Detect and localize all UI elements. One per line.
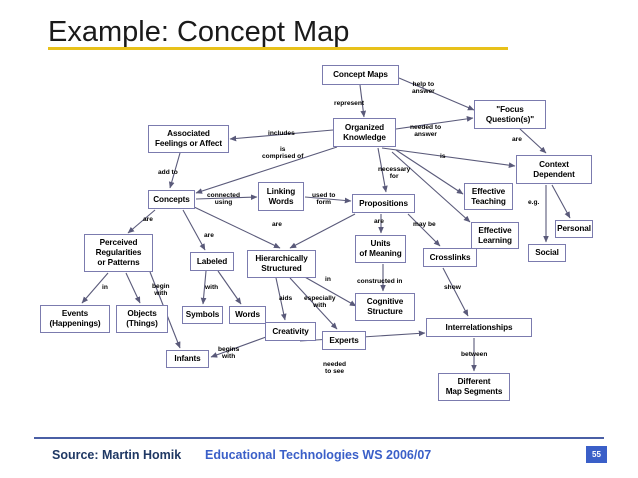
concept-node-effective-learning: Effective Learning: [471, 222, 519, 249]
edge-label-in-hierarchical: in: [325, 276, 331, 283]
edge-label-in-events: in: [102, 284, 108, 291]
edge-label-begins-with: begins with: [218, 346, 240, 361]
edge-label-may-be: may be: [413, 221, 436, 228]
edge-conceptmaps-focusquestions: [398, 77, 475, 111]
concept-map-diagram: Concept Maps "Focus Question(s)" Organized…: [0, 56, 638, 416]
edge-label-are-context: are: [512, 136, 522, 143]
concept-node-social: Social: [528, 244, 566, 262]
page-title: Example: Concept Map: [48, 16, 350, 48]
footer-source-text: Source: Martin Homik: [52, 448, 182, 462]
concept-node-different-map-segments: Different Map Segments: [438, 373, 510, 401]
edge-concepts-hierarchicallystructured: [191, 205, 281, 249]
concept-node-interrelationships: Interrelationships: [426, 318, 532, 337]
edge-label-is-comprised-of: is comprised of: [262, 146, 304, 161]
concept-node-associated-feelings: Associated Feelings or Affect: [148, 125, 229, 153]
edge-crosslinks-interrelationships: [442, 267, 469, 317]
edge-organizedknowledge-focusquestions: [395, 116, 474, 130]
edge-hierarchicallystructured-creativity: [275, 277, 287, 321]
edge-concepts-perceivedregularities: [127, 209, 156, 234]
concept-node-labeled: Labeled: [190, 252, 234, 271]
footer-course-text: Educational Technologies WS 2006/07: [205, 448, 432, 462]
edge-hierarchicallystructured-experts: [289, 277, 338, 330]
edge-label-are-propositions: are: [374, 218, 384, 225]
title-underline-rule: [48, 47, 508, 50]
edge-label-help-to-answer: help to answer: [412, 81, 435, 96]
edge-label-are-hierarchical: are: [272, 221, 282, 228]
concept-node-context-dependent: Context Dependent: [516, 155, 592, 184]
edge-label-e-g: e.g.: [528, 199, 540, 206]
concept-node-effective-teaching: Effective Teaching: [464, 183, 513, 210]
edge-organizedknowledge-concepts: [195, 146, 338, 194]
edge-propositions-hierarchicallystructured: [289, 213, 356, 249]
concept-map-edges: [81, 77, 571, 372]
edge-organizedknowledge-contextdependent: [381, 147, 516, 169]
concept-node-words: Words: [229, 306, 266, 324]
edge-concepts-labeled: [182, 209, 206, 251]
footer-divider: [34, 437, 604, 439]
concept-node-infants: Infants: [166, 350, 209, 368]
concept-node-creativity: Creativity: [265, 322, 316, 341]
edge-label-needed-to-answer: needed to answer: [410, 124, 442, 139]
edge-organizedknowledge-associatedfeelings: [229, 129, 334, 142]
concept-node-personal: Personal: [555, 220, 593, 238]
concept-node-symbols: Symbols: [182, 306, 223, 324]
edge-hierarchicallystructured-cognitivestructure: [302, 275, 357, 307]
edge-label-aids: aids: [279, 295, 293, 302]
edge-labeled-words: [217, 270, 242, 305]
edge-label-are-concepts: are: [143, 216, 153, 223]
edge-label-especially-with: especially with: [304, 295, 336, 310]
edge-label-used-to-form: used to form: [312, 192, 336, 207]
edge-label-begin-with: begin with: [152, 283, 170, 298]
page-number-badge: 55: [586, 446, 607, 463]
concept-node-organized-knowledge: Organized Knowledge: [333, 118, 396, 147]
concept-node-perceived-regularities: Perceived Regularities or Patterns: [84, 234, 153, 272]
edge-perceivedregularities-objects: [125, 272, 141, 304]
concept-node-cognitive-structure: Cognitive Structure: [355, 293, 415, 321]
edge-label-between: between: [461, 351, 488, 358]
edge-label-show: show: [444, 284, 461, 291]
concept-node-objects: Objects (Things): [116, 305, 168, 333]
edge-label-constructed-in: constructed in: [357, 278, 403, 285]
edge-label-add-to: add to: [158, 169, 178, 176]
edge-label-with-labeled: with: [205, 284, 219, 291]
concept-node-hierarchically-structured: Hierarchically Structured: [247, 250, 316, 278]
concept-node-experts: Experts: [322, 331, 366, 350]
concept-node-events: Events (Happenings): [40, 305, 110, 333]
edge-label-includes: includes: [268, 130, 295, 137]
edge-contextdependent-personal: [551, 184, 571, 219]
concept-node-concept-maps: Concept Maps: [322, 65, 399, 85]
concept-node-concepts: Concepts: [148, 190, 195, 209]
concept-node-crosslinks: Crosslinks: [423, 248, 477, 267]
edge-perceivedregularities-events: [81, 272, 109, 304]
edge-associatedfeelings-concepts: [168, 152, 181, 189]
edge-label-necessary-for: necessary for: [378, 166, 411, 181]
edge-label-connected-using: connected using: [207, 192, 240, 207]
edge-organizedknowledge-propositions: [377, 147, 388, 193]
edge-concepts-linkingwords: [195, 194, 258, 201]
edge-creativity-infants: [210, 336, 267, 358]
edge-organizedknowledge-effectiveteaching: [395, 149, 464, 195]
edge-label-represent: represent: [334, 100, 365, 107]
edge-organizedknowledge-effectivelearning: [391, 151, 471, 223]
concept-node-linking-words: Linking Words: [258, 182, 304, 211]
edge-label-are-labeled: are: [204, 232, 214, 239]
concept-node-focus-questions: "Focus Question(s)": [474, 100, 546, 129]
edge-conceptmaps-organizedknowledge: [359, 84, 367, 118]
concept-node-units-of-meaning: Units of Meaning: [355, 235, 406, 263]
edge-linkingwords-propositions: [304, 196, 352, 204]
concept-node-propositions: Propositions: [352, 194, 415, 213]
edge-propositions-crosslinks: [407, 213, 441, 247]
edge-label-is-context: is: [440, 153, 446, 160]
edge-focusquestions-contextdependent: [519, 128, 547, 154]
edge-label-needed-to-see: needed to see: [323, 361, 347, 376]
edge-labeled-symbols: [200, 270, 207, 305]
